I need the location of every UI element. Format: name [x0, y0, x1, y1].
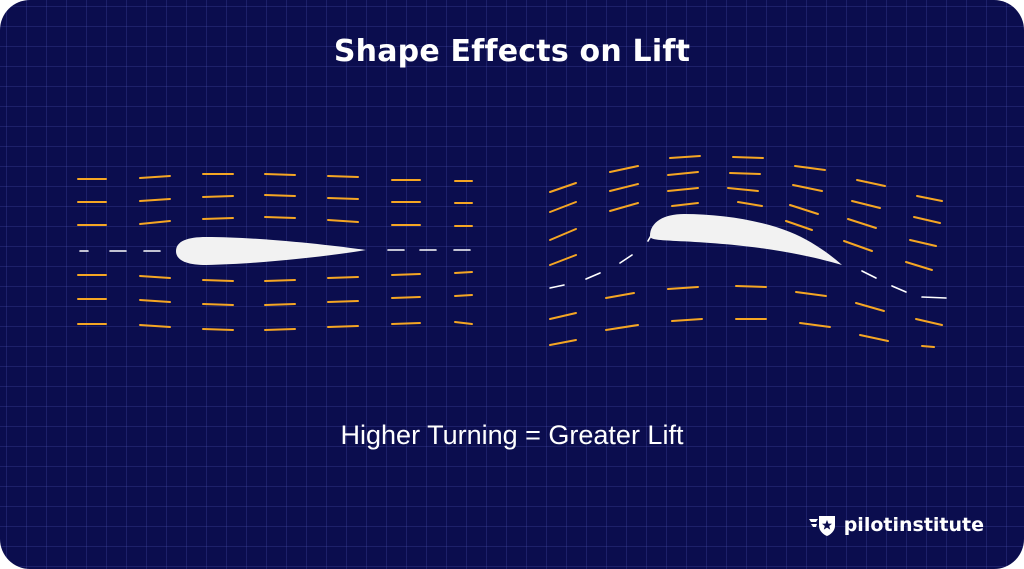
cambered-airfoil-panel — [549, 155, 947, 348]
right-streamline — [549, 233, 947, 299]
pilot-wings-star-icon — [808, 516, 835, 536]
page-title: Shape Effects on Lift — [333, 34, 691, 69]
cambered-airfoil — [650, 214, 842, 265]
caption: Higher Turning = Greater Lift — [340, 420, 684, 450]
brand-name: pilotinstitute — [843, 514, 984, 536]
left-flow-lines — [77, 173, 473, 331]
symmetric-airfoil — [176, 237, 366, 265]
symmetric-airfoil-panel — [77, 173, 473, 331]
left-streamline — [79, 249, 471, 252]
brand-logo: pilotinstitute — [808, 513, 984, 537]
right-flow-lines — [549, 155, 943, 348]
